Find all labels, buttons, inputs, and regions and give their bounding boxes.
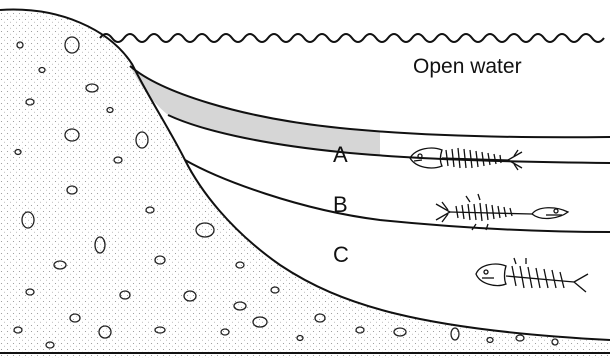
fish-skeleton-icon [436, 194, 568, 230]
layer-c-label: C [333, 242, 349, 267]
open-water-label: Open water [413, 55, 522, 78]
fish-skeleton-icon [476, 258, 588, 292]
boundary-b-c [185, 160, 610, 232]
layer-a-label: A [333, 142, 348, 167]
layer-b-label: B [333, 192, 348, 217]
water-surface-wave [100, 34, 604, 42]
